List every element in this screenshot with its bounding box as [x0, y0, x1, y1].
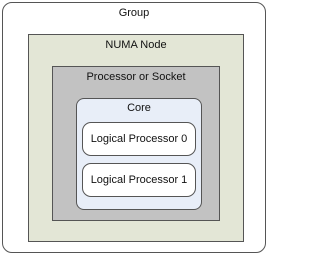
core-label: Core	[127, 102, 151, 114]
processor-socket-label: Processor or Socket	[86, 71, 186, 83]
group-label: Group	[118, 7, 150, 19]
logical-processor-1-box: Logical Processor 1	[82, 163, 196, 197]
numa-node-box: NUMA Node Processor or Socket Core Logic…	[28, 34, 244, 242]
numa-node-label: NUMA Node	[105, 39, 167, 51]
logical-processor-0-label: Logical Processor 0	[90, 133, 188, 145]
core-box: Core Logical Processor 0 Logical Process…	[76, 98, 202, 210]
logical-processor-0-box: Logical Processor 0	[82, 122, 196, 156]
processor-socket-box: Processor or Socket Core Logical Process…	[52, 66, 220, 221]
group-box: Group NUMA Node Processor or Socket Core…	[2, 2, 266, 253]
logical-processor-1-label: Logical Processor 1	[90, 174, 188, 186]
